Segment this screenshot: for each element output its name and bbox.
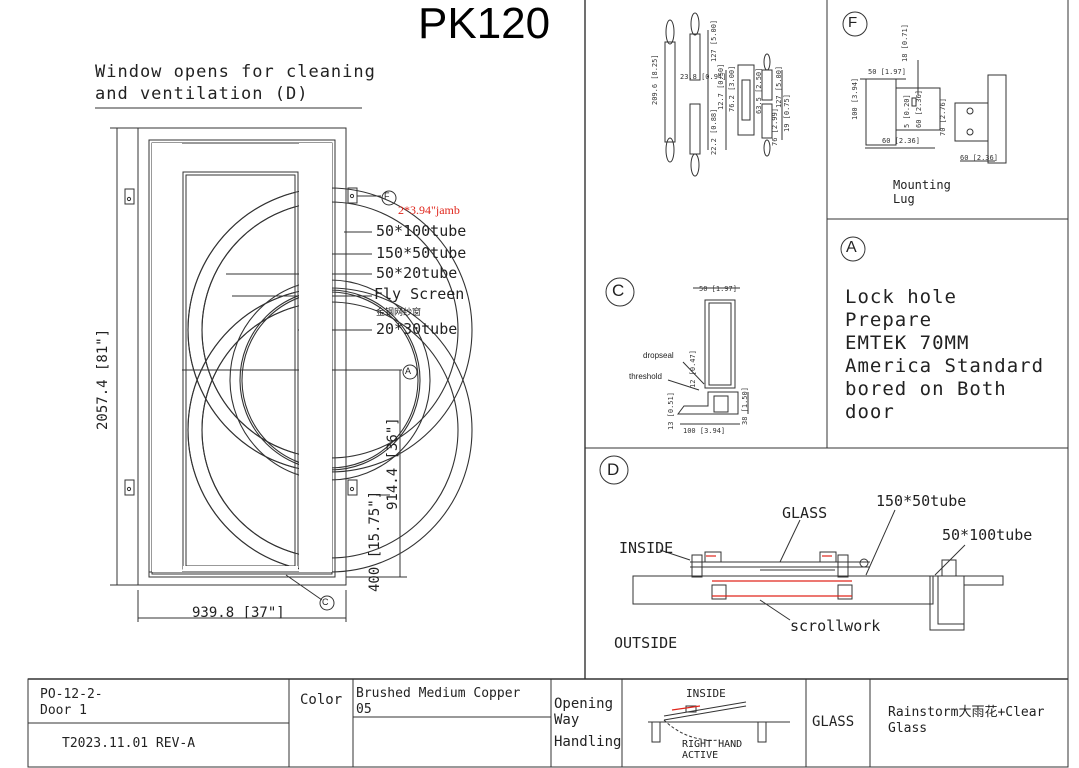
marker-c-label: C: [322, 597, 329, 607]
hinge-dim-1: 23.8 [0.94]: [680, 73, 727, 81]
lug-dim-3: 60 [2.36]: [882, 137, 920, 145]
tb-opening-2: Way: [554, 712, 580, 728]
tb-door: Door 1: [40, 703, 87, 718]
lug-dim-4: 5 [0.20]: [903, 94, 911, 128]
tb-color-label: Color: [300, 692, 343, 708]
tb-po: PO-12-2-: [40, 687, 103, 702]
section-marker: D: [607, 460, 620, 479]
tb-handing-inside: INSIDE: [686, 687, 726, 700]
tb-handing-1: RIGHT HAND: [682, 739, 743, 750]
note-line-2: and ventilation (D): [95, 84, 309, 104]
note-line-1: Window opens for cleaning: [95, 62, 376, 82]
section-glass-label: GLASS: [782, 504, 828, 522]
hinge-dim-3: 12.7 [0.50]: [717, 63, 725, 110]
lock-line-2: EMTEK 70MM: [845, 332, 970, 354]
label-50x100-tube: 50*100tube: [376, 222, 467, 240]
dim-height: 2057.4 [81"]: [95, 328, 111, 430]
lug-marker: F: [848, 14, 858, 31]
drawing-title: PK120: [418, 0, 551, 48]
tb-glass-value-2: Glass: [888, 721, 928, 736]
lug-caption-1: Mounting: [893, 178, 951, 192]
tb-opening-3: Handling: [554, 734, 622, 750]
section-scrollwork-label: scrollwork: [790, 617, 881, 635]
label-50x20-tube: 50*20tube: [376, 264, 458, 282]
thr-dim-3: 38 [1.50]: [741, 387, 749, 425]
hinge-dim-0: 209.6 [8.25]: [651, 54, 659, 105]
lug-detail: [842, 11, 1007, 164]
section-detail: [599, 455, 1004, 631]
label-fly-screen: Fly Screen: [374, 285, 465, 303]
lock-line-1: Prepare: [845, 309, 933, 331]
label-dropseal: dropseal: [643, 351, 674, 360]
thr-dim-2: 13 [0.51]: [667, 392, 675, 430]
thr-dim-0: 50 [1.97]: [699, 285, 737, 293]
hinge-dim-5: 76.2 [3.00]: [728, 65, 736, 112]
dim-handle-height: 914.4 [36"]: [385, 417, 401, 510]
jamb-label: 2*3.94"jamb: [398, 203, 460, 217]
marker-f-label: F: [384, 191, 390, 201]
marker-a-circle: [402, 364, 418, 380]
threshold-detail: [605, 277, 749, 425]
lug-dim-7: 60 [2.36]: [960, 154, 998, 162]
tb-color-value-1: Brushed Medium Copper: [356, 686, 521, 701]
lock-line-4: bored on Both: [845, 378, 1007, 400]
dim-width: 939.8 [37"]: [192, 605, 285, 621]
hinge-dim-6: 63.5 [2.50]: [755, 67, 763, 114]
label-20x30-tube: 20*30tube: [376, 320, 458, 338]
mask-left: [152, 143, 182, 572]
threshold-marker: C: [612, 281, 625, 300]
dim-bottom-rail: 400 [15.75"]: [367, 490, 383, 592]
tb-opening-1: Opening: [554, 696, 614, 712]
label-fly-screen-cn: 金钢网纱窗: [376, 307, 422, 317]
tb-glass-value-1: Rainstorm大雨花+Clear: [888, 705, 1045, 720]
marker-c-circle: [319, 595, 335, 611]
lug-dim-1: 18 [0.71]: [901, 24, 909, 62]
mask-bottom: [183, 566, 298, 570]
section-inside-label: INSIDE: [619, 539, 674, 557]
tb-handing-2: ACTIVE: [682, 750, 719, 761]
handing-sketch: [648, 701, 790, 743]
thr-dim-1: 12 [0.47]: [689, 350, 697, 388]
hinge-dim-4: 22.2 [0.88]: [710, 108, 718, 155]
lug-dim-0: 50 [1.97]: [868, 68, 906, 76]
marker-a-label: A: [405, 366, 412, 376]
marker-a-large: [840, 236, 866, 262]
marker-f-circle: [381, 190, 397, 206]
lug-dim-5: 60 [2.36]: [915, 90, 923, 128]
hinge-dim-7: 127 [5.00]: [775, 65, 783, 108]
label-threshold: threshold: [629, 372, 662, 381]
tb-glass-label: GLASS: [812, 714, 855, 730]
section-150x50-label: 150*50tube: [876, 492, 967, 510]
hinge-detail: [664, 12, 783, 177]
lock-marker: A: [846, 239, 857, 256]
lock-line-0: Lock hole: [845, 286, 957, 308]
tb-revision: T2023.11.01 REV-A: [62, 736, 196, 751]
lug-dim-6: 70 [2.76]: [939, 98, 947, 136]
thr-dim-4: 100 [3.94]: [683, 427, 726, 435]
mask-right: [299, 143, 332, 572]
section-outside-label: OUTSIDE: [614, 634, 678, 652]
lug-dim-2: 100 [3.94]: [851, 77, 859, 120]
lug-caption-2: Lug: [893, 192, 915, 206]
tb-color-value-2: 05: [356, 702, 372, 717]
hinge-dim-9: 19 [0.75]: [783, 94, 791, 132]
hinge-dim-2: 127 [5.00]: [710, 19, 718, 62]
label-150x50-tube: 150*50tube: [376, 244, 467, 262]
lock-line-5: door: [845, 401, 895, 423]
lock-line-3: America Standard: [845, 355, 1045, 377]
hinge-dim-8: 76 [2.99]: [771, 108, 779, 146]
section-50x100-label: 50*100tube: [942, 526, 1033, 544]
